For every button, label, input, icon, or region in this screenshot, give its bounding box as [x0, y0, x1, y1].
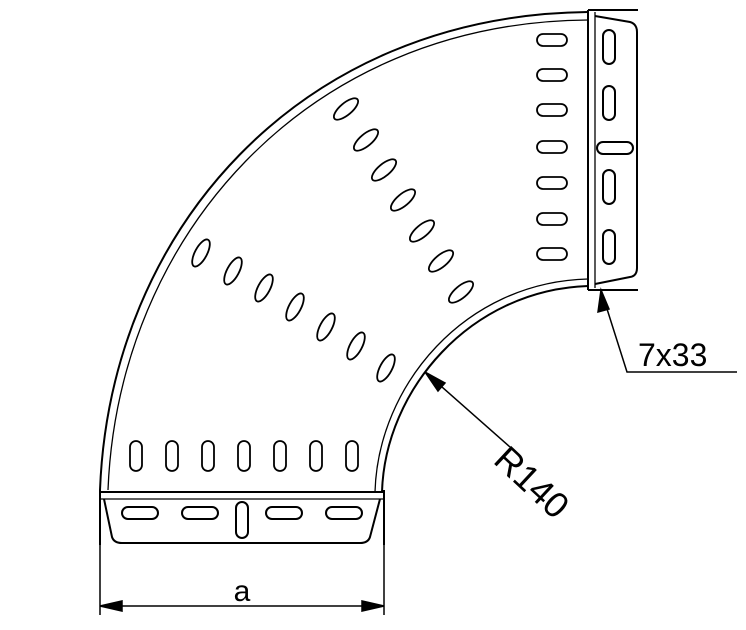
right-connector-plate [594, 15, 638, 285]
right-slot-center [596, 141, 634, 155]
slot [309, 440, 323, 472]
outer-arc-inner-edge [107, 19, 589, 491]
slot [352, 128, 380, 152]
slot-row-diagonal-lower [191, 238, 396, 383]
width-dimension [99, 545, 385, 615]
slot [165, 440, 179, 472]
slot [346, 331, 366, 361]
bottom-connector-plate [103, 498, 381, 544]
inner-arc [381, 285, 589, 493]
arrowhead-right [361, 600, 385, 612]
slot [536, 247, 568, 261]
arrowhead-left [99, 600, 123, 612]
slot [536, 68, 568, 82]
bend-body [99, 11, 589, 493]
right-end-plate [587, 9, 638, 291]
radius-label: R140 [487, 438, 578, 527]
width-label: a [234, 575, 251, 608]
radius-leader [424, 371, 511, 448]
slot-size-arrowhead [597, 287, 611, 314]
slot [316, 312, 336, 342]
right-slot-4 [602, 229, 616, 265]
slot [332, 97, 360, 121]
slot [408, 219, 436, 243]
slot [447, 280, 475, 304]
radius-arrowhead [424, 371, 447, 393]
slot-row-diagonal-upper [332, 97, 475, 304]
right-slot-1 [602, 29, 616, 65]
right-slot-2 [602, 85, 616, 121]
slot-size-leader [597, 287, 737, 373]
bottom-end-plate [99, 490, 385, 545]
slot [536, 176, 568, 190]
slot-size-leader-line [600, 289, 737, 373]
slot [376, 353, 396, 383]
slot [201, 440, 215, 472]
outer-arc [99, 11, 589, 491]
slot [237, 440, 251, 472]
slot [129, 440, 143, 472]
slot-size-label: 7x33 [638, 337, 707, 373]
slot [536, 212, 568, 226]
right-slot-3 [602, 169, 616, 205]
bottom-slot-2 [181, 506, 219, 520]
bottom-slot-1 [121, 506, 159, 520]
slot [536, 140, 568, 154]
slot-row-right [536, 33, 568, 261]
slot [285, 292, 305, 322]
slot [536, 33, 568, 47]
bottom-slot-4 [325, 506, 363, 520]
slot [191, 238, 211, 268]
slot [536, 103, 568, 117]
slot [370, 158, 398, 182]
slot [345, 440, 359, 472]
bottom-slot-center [235, 501, 249, 539]
slot-row-bottom [129, 440, 359, 472]
slot [254, 273, 274, 303]
slot [427, 249, 455, 273]
inner-arc-inner-edge [374, 278, 589, 493]
slot [273, 440, 287, 472]
slot [223, 256, 243, 286]
bottom-slot-3 [265, 506, 303, 520]
slot [389, 188, 417, 212]
